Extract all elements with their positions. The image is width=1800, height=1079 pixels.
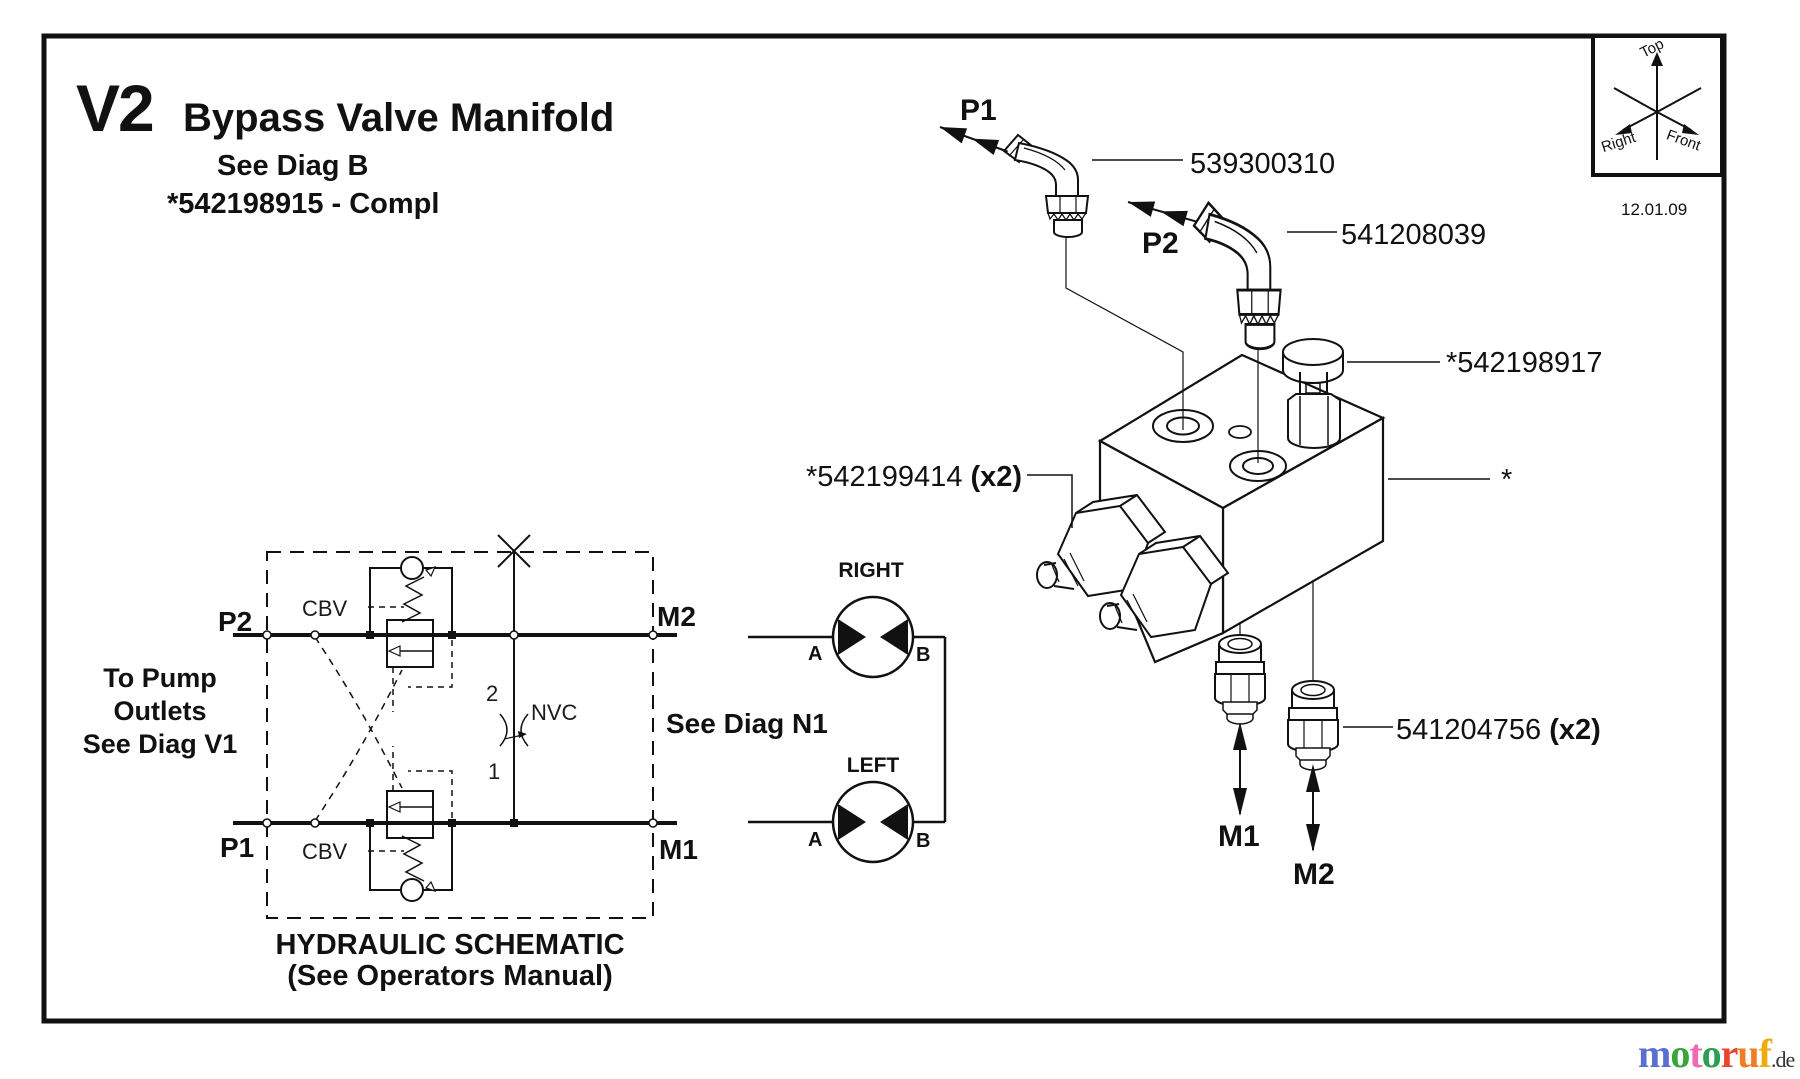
p2-direction-arrow bbox=[1127, 201, 1198, 227]
schematic-m2-label: M2 bbox=[657, 601, 696, 632]
motoruf-letter: o bbox=[1701, 1031, 1722, 1076]
motoruf-letter: u bbox=[1737, 1031, 1759, 1076]
pump-note-line1: To Pump bbox=[103, 663, 217, 693]
motoruf-letter: r bbox=[1720, 1031, 1739, 1076]
nvc-port1-number: 1 bbox=[488, 759, 501, 784]
motor-circuit-drawing bbox=[748, 595, 947, 864]
assembly-centerlines bbox=[1065, 233, 1314, 684]
part-number-542199414-number: *542199414 bbox=[806, 461, 963, 493]
schematic-caption: HYDRAULIC SCHEMATIC (See Operators Manua… bbox=[250, 930, 650, 992]
illustration-p2-label: P2 bbox=[1142, 227, 1179, 260]
hydraulic-schematic-drawing bbox=[233, 534, 677, 919]
see-diag-note: See Diag B bbox=[217, 150, 369, 182]
m1-direction-arrow bbox=[1233, 722, 1247, 816]
cbv-upper-label: CBV bbox=[302, 596, 348, 621]
motor-right-port-b: B bbox=[916, 644, 931, 666]
cbv-lower-label: CBV bbox=[302, 839, 348, 864]
part-number-539300310: 539300310 bbox=[1190, 148, 1336, 180]
motoruf-logo[interactable]: motoruf.de bbox=[1638, 1030, 1795, 1077]
illustration-p1-label: P1 bbox=[960, 94, 997, 127]
illustration-m1-label: M1 bbox=[1218, 820, 1260, 853]
part-number-541204756-number: 541204756 bbox=[1396, 714, 1542, 746]
schematic-m1-label: M1 bbox=[659, 834, 698, 865]
motoruf-logo-suffix: .de bbox=[1771, 1047, 1795, 1072]
part-number-541204756: 541204756 (x2) bbox=[1396, 714, 1601, 747]
part-number-542199414: *542199414 (x2) bbox=[806, 461, 1022, 494]
motoruf-letter: t bbox=[1689, 1031, 1702, 1076]
complete-assembly-ref: *542198915 - Compl bbox=[167, 188, 440, 220]
elbow-fitting-p1-drawing bbox=[1003, 134, 1089, 238]
part-number-541208039: 541208039 bbox=[1341, 219, 1487, 251]
part-number-542199414-qty: (x2) bbox=[970, 461, 1023, 493]
see-diag-n1-note: See Diag N1 bbox=[666, 708, 828, 739]
part-leader-lines bbox=[1027, 159, 1490, 728]
schematic-caption-line1: HYDRAULIC SCHEMATIC bbox=[275, 929, 625, 961]
motoruf-letter: o bbox=[1670, 1031, 1690, 1076]
motor-left-port-b: B bbox=[916, 830, 931, 852]
motor-right-port-a: A bbox=[808, 643, 823, 665]
motor-left-port-a: A bbox=[808, 829, 823, 851]
pump-note-line2: Outlets bbox=[113, 696, 207, 726]
page-title: Bypass Valve Manifold bbox=[183, 96, 615, 140]
pump-outlets-note: To Pump Outlets See Diag V1 bbox=[60, 662, 260, 761]
revision-date: 12.01.09 bbox=[1621, 200, 1688, 219]
part-number-542198917: *542198917 bbox=[1446, 347, 1603, 379]
nvc-label: NVC bbox=[531, 700, 578, 725]
motor-left-label: LEFT bbox=[846, 754, 900, 777]
schematic-p1-label: P1 bbox=[220, 832, 255, 863]
cap-fitting-drawing bbox=[1282, 338, 1344, 449]
page-border bbox=[41, 33, 1727, 1024]
pump-note-line3: See Diag V1 bbox=[82, 729, 238, 759]
m2-direction-arrow bbox=[1306, 764, 1320, 852]
p1-direction-arrow bbox=[939, 126, 1008, 156]
motor-right-label: RIGHT bbox=[838, 559, 904, 582]
section-code: V2 bbox=[76, 71, 155, 145]
orientation-compass-icon bbox=[1591, 34, 1724, 177]
nvc-port2-number: 2 bbox=[486, 681, 499, 706]
schematic-p2-label: P2 bbox=[218, 606, 253, 637]
elbow-fitting-p2-drawing bbox=[1192, 201, 1283, 351]
motoruf-letter: f bbox=[1758, 1031, 1772, 1076]
part-number-541204756-qty: (x2) bbox=[1549, 714, 1601, 746]
illustration-m2-label: M2 bbox=[1293, 858, 1335, 891]
asterisk-reference: * bbox=[1501, 464, 1513, 496]
motoruf-letter: m bbox=[1638, 1031, 1671, 1076]
schematic-caption-line2: (See Operators Manual) bbox=[287, 960, 613, 992]
